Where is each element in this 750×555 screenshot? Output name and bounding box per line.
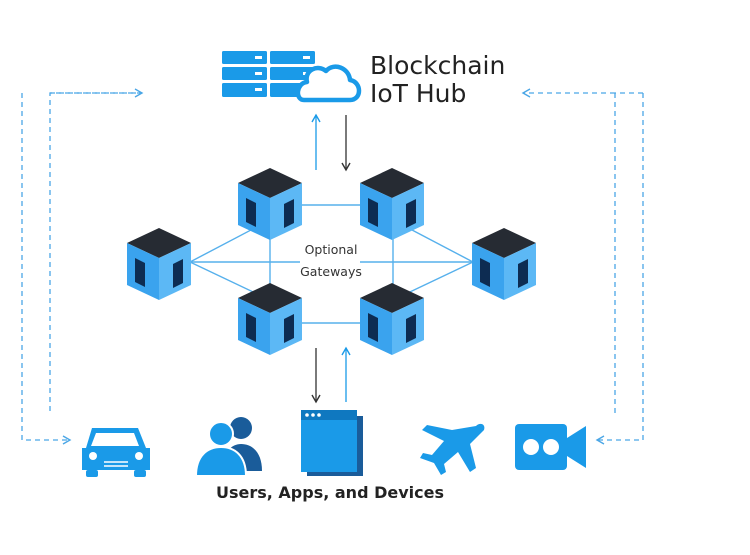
hub-title-line2: IoT Hub: [370, 79, 467, 108]
gateway-node-bottom-right: [360, 283, 424, 355]
video-camera-icon: [515, 424, 586, 470]
gateway-node-left: [127, 228, 191, 300]
car-icon: [82, 428, 150, 477]
gateway-node-bottom-left: [238, 283, 302, 355]
gateways-label-line2: Gateways: [300, 264, 362, 279]
gateway-node-right: [472, 228, 536, 300]
gateway-node-top-right: [360, 168, 424, 240]
airplane-icon: [420, 423, 485, 475]
devices-label: Users, Apps, and Devices: [215, 483, 444, 502]
hub-title-line1: Blockchain: [370, 51, 506, 80]
left-dashed-loop: [21, 88, 144, 445]
right-dashed-loop: [521, 88, 644, 445]
hub-title: Blockchain IoT Hub: [370, 52, 505, 108]
users-icon: [194, 417, 262, 477]
cloud-icon: [295, 64, 362, 103]
app-window-icon: [301, 410, 363, 476]
gateways-label-line1: Optional: [304, 242, 358, 257]
gateway-node-top-left: [238, 168, 302, 240]
